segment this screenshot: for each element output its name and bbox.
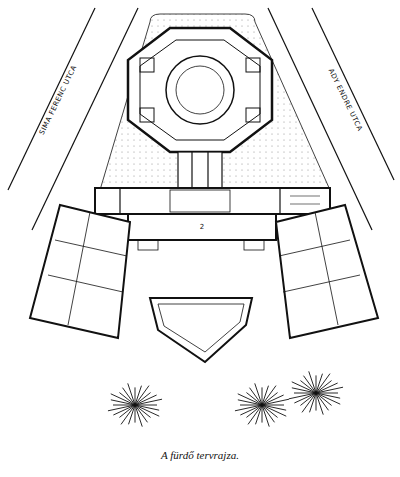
corner-room	[246, 108, 260, 122]
garden	[100, 14, 330, 190]
left-wing	[30, 205, 130, 338]
street-edge	[8, 8, 95, 190]
street-edge	[312, 8, 394, 180]
central-pool	[166, 56, 234, 124]
tree	[235, 383, 289, 426]
central-pool-inner	[176, 66, 224, 114]
pavilion-inner	[140, 40, 260, 140]
corner-room	[246, 58, 260, 72]
pavilion-outer	[128, 28, 272, 152]
street-name: SIMA FERENC UTCA	[38, 64, 79, 136]
main-block	[95, 188, 330, 214]
room-number: 2	[199, 223, 205, 231]
right-wing	[276, 205, 378, 338]
tree	[289, 371, 343, 414]
corner-room	[140, 58, 154, 72]
corner-room	[140, 108, 154, 122]
corridor	[178, 152, 222, 188]
outdoor-pool	[150, 298, 252, 362]
entrance-hall	[128, 214, 276, 240]
caption: A fürdő tervrajza.	[161, 449, 239, 461]
tree	[108, 383, 162, 426]
